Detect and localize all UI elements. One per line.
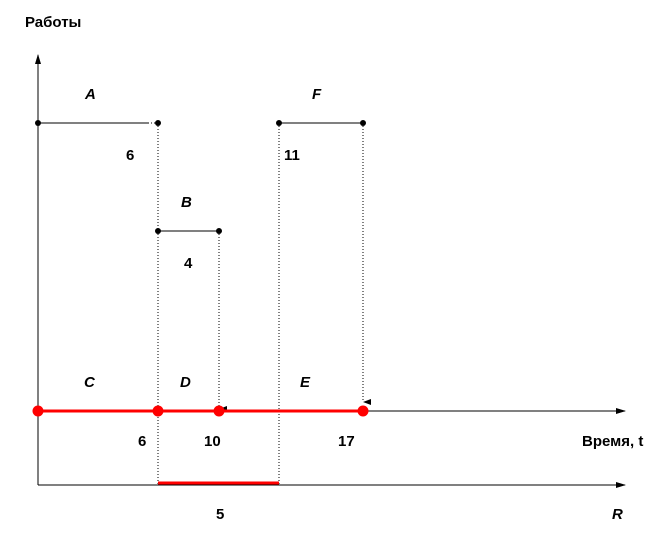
activity-d-label: D [180,374,191,391]
time-mark-10: 10 [204,433,221,450]
activity-c-label: C [84,374,96,391]
time-axis-label: Время, t [582,433,643,450]
resource-axis-label: R [612,506,623,523]
time-mark-17: 17 [338,433,355,450]
activity-a-label: A [84,86,96,103]
critical-node-6 [152,405,164,417]
activity-f-duration: 11 [284,147,300,164]
critical-node-0 [32,405,44,417]
activity-b-label: B [181,194,192,211]
activity-f-label: F [312,86,322,103]
time-mark-6: 6 [138,433,146,450]
resource-value: 5 [216,506,224,523]
critical-node-10 [213,405,225,417]
activity-a-start-node [35,120,41,126]
activity-b-duration: 4 [184,255,193,272]
critical-node-17 [357,405,369,417]
y-axis-label: Работы [25,14,81,31]
activity-e-label: E [300,374,311,391]
activity-a-duration: 6 [126,147,134,164]
